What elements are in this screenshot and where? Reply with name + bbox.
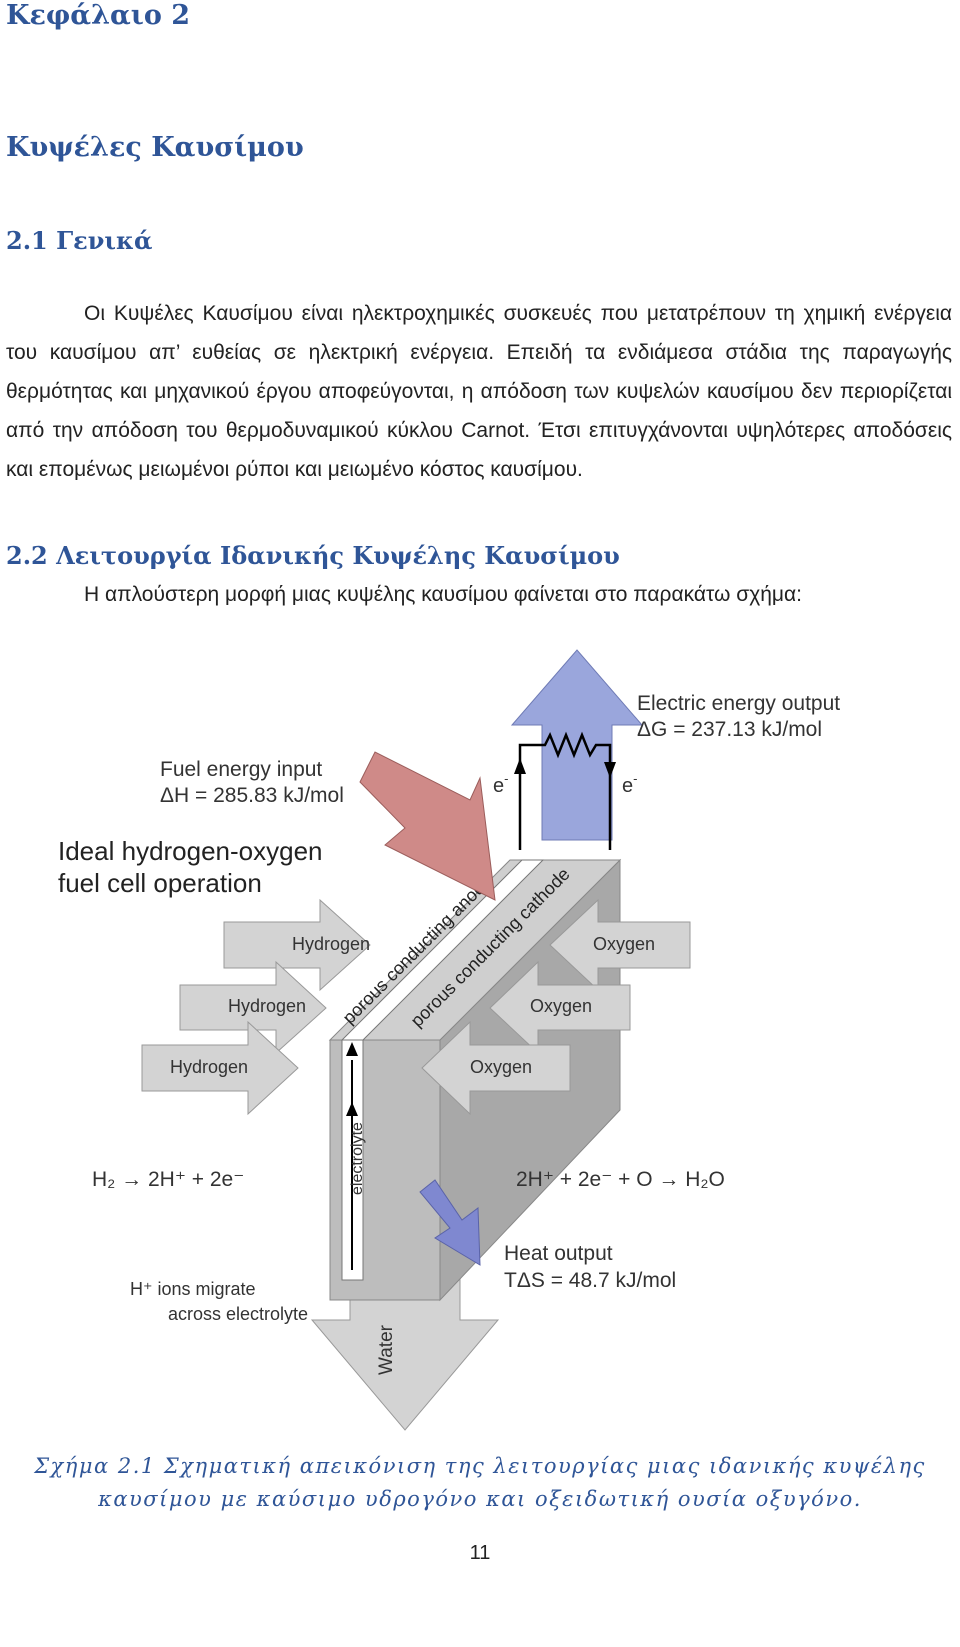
fuel-input-label: Fuel energy input	[160, 758, 322, 781]
hydrogen-arrow-middle	[179, 960, 327, 1055]
paragraph-general: Οι Κυψέλες Καυσίμου είναι ηλεκτροχημικές…	[6, 302, 952, 481]
hydrogen-arrow-bottom	[141, 1020, 299, 1116]
oxygen-arrow-bottom	[421, 1020, 571, 1116]
heat-output-arrow	[419, 1179, 481, 1266]
oxygen-arrow-middle	[489, 960, 631, 1055]
section-heading-general: 2.1 Γενικά	[6, 226, 153, 255]
anode-reaction: H₂ → 2H⁺ + 2e⁻	[92, 1168, 244, 1191]
electron-label-left: e-	[493, 771, 508, 797]
cathode-reaction: 2H⁺ + 2e⁻ + O → H₂O	[516, 1168, 725, 1191]
oxygen-label-middle: Oxygen	[530, 996, 592, 1016]
ion-note-line1: H⁺ ions migrate	[130, 1279, 256, 1299]
ion-arrowhead-mid	[346, 1102, 358, 1116]
chapter-label: Κεφάλαιο 2	[6, 0, 191, 31]
heat-output-label: Heat output	[504, 1242, 613, 1265]
section-heading-ideal-cell: 2.2 Λειτουργία Ιδανικής Κυψέλης Καυσίμου	[6, 541, 620, 570]
diagram-title-line1: Ideal hydrogen-oxygen	[58, 836, 323, 866]
page-number: 11	[469, 1542, 491, 1564]
ion-arrowhead-up	[346, 1042, 358, 1056]
water-label: Water	[376, 1324, 397, 1375]
electron-label-right: e-	[622, 771, 637, 797]
diagram-title-line2: fuel cell operation	[58, 868, 262, 898]
heat-output-value: TΔS = 48.7 kJ/mol	[504, 1269, 676, 1292]
oxygen-arrow-top	[549, 898, 691, 992]
ion-note-line2: across electrolyte	[168, 1304, 308, 1324]
figure-caption-line1: Σχήμα 2.1 Σχηματική απεικόνιση της λειτο…	[34, 1454, 926, 1478]
hydrogen-arrow-top	[223, 898, 371, 992]
figure-caption-line2: καυσίμου με καύσιμο υδρογόνο και οξειδωτ…	[98, 1487, 862, 1511]
electrolyte-strip-top	[340, 859, 545, 1041]
electric-output-label: Electric energy output	[637, 692, 840, 715]
chapter-title: Κυψέλες Καυσίμου	[6, 132, 304, 163]
electron-arrowhead-left	[514, 758, 526, 774]
electrolyte-label: electrolyte	[349, 1122, 366, 1195]
oxygen-label-top: Oxygen	[593, 934, 655, 954]
hydrogen-label-bottom: Hydrogen	[170, 1057, 248, 1077]
hydrogen-label-middle: Hydrogen	[228, 996, 306, 1016]
electron-arrowhead-right	[604, 762, 616, 778]
fuel-cell-diagram: Water electrolyte porous conducting anod…	[58, 649, 840, 1431]
oxygen-label-bottom: Oxygen	[470, 1057, 532, 1077]
hydrogen-label-top: Hydrogen	[292, 934, 370, 954]
electric-output-value: ΔG = 237.13 kJ/mol	[637, 718, 822, 741]
fuel-input-value: ΔH = 285.83 kJ/mol	[160, 784, 344, 807]
figure-caption: Σχήμα 2.1 Σχηματική απεικόνιση της λειτο…	[0, 1450, 960, 1516]
paragraph-ideal-cell: Η απλούστερη μορφή μιας κυψέλης καυσίμου…	[84, 583, 802, 606]
fuel-energy-arrow	[359, 751, 496, 901]
external-circuit-wire	[518, 731, 612, 850]
